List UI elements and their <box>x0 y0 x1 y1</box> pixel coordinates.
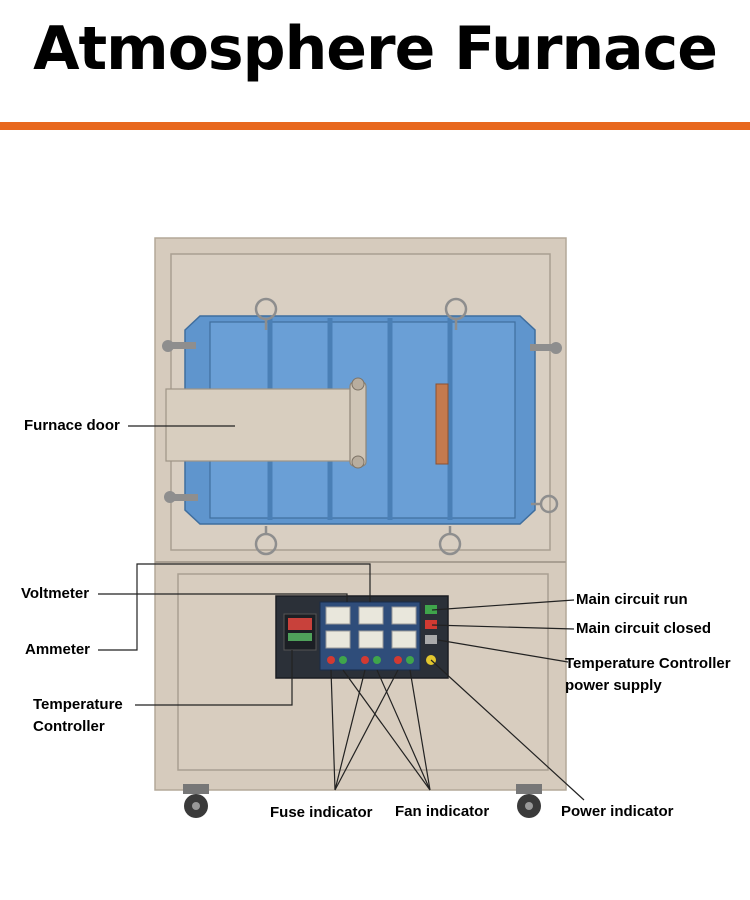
hand-wheel-icon <box>254 297 559 556</box>
indicator-light-icon <box>327 655 436 665</box>
door-arm <box>165 388 359 462</box>
label-ammeter: Ammeter <box>25 641 91 658</box>
label-fan-indicator: Fan indicator <box>395 803 490 820</box>
label-temperature-controller-power-supply: Temperature Controller power supply <box>565 655 731 694</box>
page-title: Atmosphere Furnace <box>33 14 718 84</box>
leader-lines <box>98 425 585 801</box>
controller-screen <box>288 618 312 630</box>
door-arm-hinge <box>349 381 367 467</box>
label-power-indicator: Power indicator <box>561 803 674 820</box>
label-furnace-door: Furnace door <box>24 417 120 434</box>
label-main-circuit-run: Main circuit run <box>576 591 688 608</box>
caster-wheel-icon <box>183 784 542 818</box>
hinge-pin <box>351 377 365 391</box>
copper-strip <box>435 383 449 465</box>
label-temperature-controller: Temperature Controller <box>33 696 123 735</box>
accent-rule <box>0 122 750 130</box>
meter-icon <box>325 606 417 649</box>
label-fuse-indicator: Fuse indicator <box>270 804 373 821</box>
hinge-pin <box>351 455 365 469</box>
controller-screen <box>288 633 312 641</box>
clamp-icon <box>162 340 562 503</box>
label-voltmeter: Voltmeter <box>21 585 90 602</box>
label-main-circuit-closed: Main circuit closed <box>576 620 712 637</box>
switch-icon <box>425 605 437 644</box>
